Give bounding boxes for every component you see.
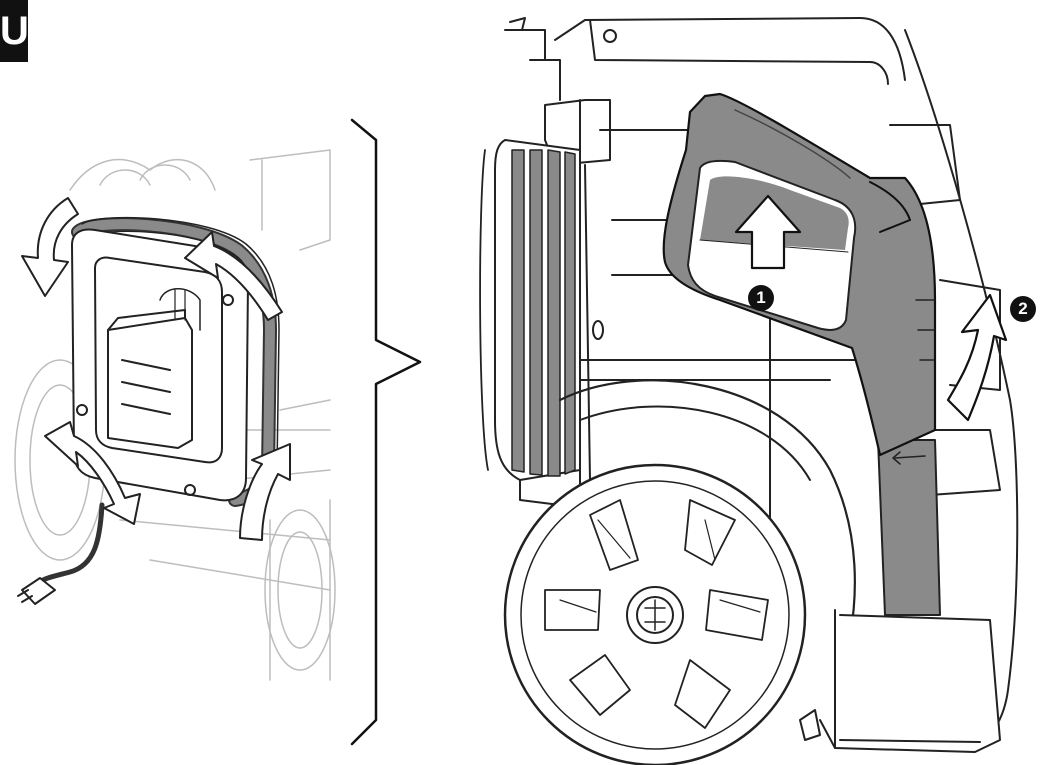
machine-base	[799, 609, 1001, 753]
rotate-arrows	[21, 197, 291, 541]
up-arrow-icon	[734, 194, 802, 270]
rotate-arrow-icon	[21, 197, 79, 297]
spray-gun	[662, 92, 941, 616]
hose-reel	[71, 216, 280, 507]
wheel	[503, 463, 807, 765]
wheel-fender	[519, 379, 856, 662]
callout-1: 1	[748, 285, 774, 311]
brace-icon	[350, 118, 422, 746]
rotate-arrow-icon	[44, 421, 141, 525]
rotate-arrow-icon	[184, 231, 283, 321]
hose-coil	[479, 139, 581, 481]
machine-body	[504, 17, 1019, 746]
power-cord	[17, 502, 105, 605]
curved-up-arrow-icon	[946, 293, 1008, 422]
rotate-arrow-icon	[239, 443, 291, 541]
step-badge: U	[0, 0, 28, 62]
right-detail-view	[479, 17, 1019, 765]
left-detail-view	[14, 149, 336, 681]
callout-2: 2	[1010, 296, 1036, 322]
